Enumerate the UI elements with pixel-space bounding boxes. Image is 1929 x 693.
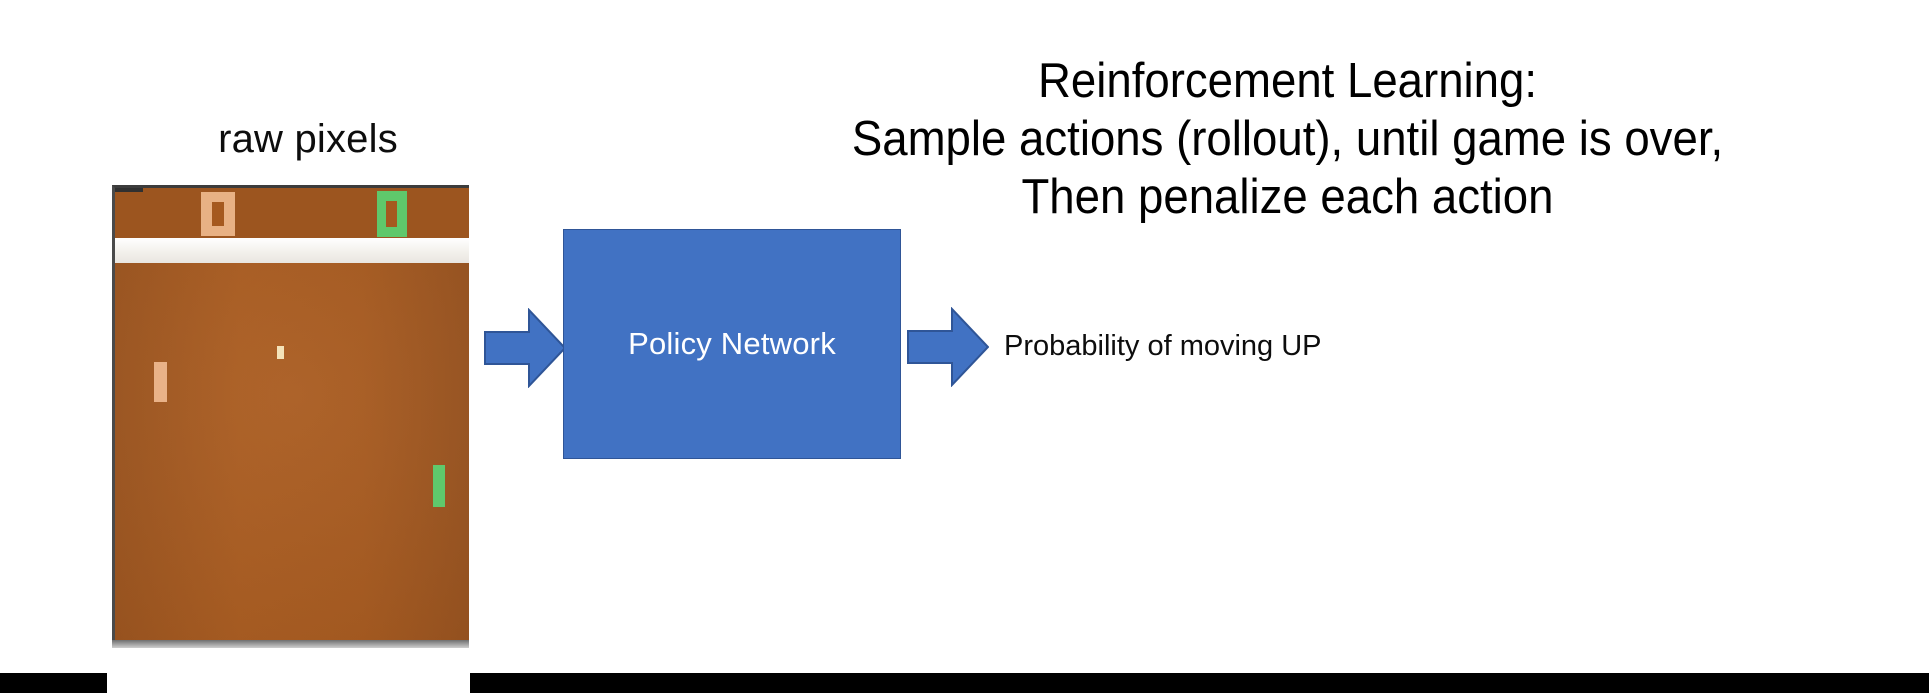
output-probability-label: Probability of moving UP (1004, 330, 1322, 362)
pong-score-right-digit (377, 191, 407, 237)
raw-pixels-caption: raw pixels (218, 117, 398, 161)
pong-opponent-paddle (154, 362, 167, 402)
pong-game-screenshot (112, 185, 469, 647)
heading-line-1: Reinforcement Learning: (1037, 54, 1538, 108)
pong-score-left-digit (201, 192, 235, 236)
pong-top-edge-tick (115, 188, 143, 192)
right-arrow-icon-input (484, 308, 566, 388)
policy-network-label: Policy Network (628, 326, 836, 361)
right-arrow-icon-output (907, 307, 989, 387)
pong-ball (277, 346, 284, 359)
pong-screenshot-bottom-edge (112, 640, 469, 648)
pong-score-band (115, 188, 469, 238)
pong-playfield (115, 188, 469, 647)
heading-line-3: Then penalize each action (1021, 170, 1554, 224)
policy-network-box[interactable]: Policy Network (563, 229, 901, 459)
bottom-bar-right (470, 673, 1929, 693)
pong-white-divider (115, 238, 469, 263)
pong-agent-paddle (433, 465, 445, 507)
heading-block: Reinforcement Learning: Sample actions (… (655, 52, 1920, 226)
heading-line-2: Sample actions (rollout), until game is … (851, 112, 1724, 166)
bottom-bar-left (0, 673, 107, 693)
